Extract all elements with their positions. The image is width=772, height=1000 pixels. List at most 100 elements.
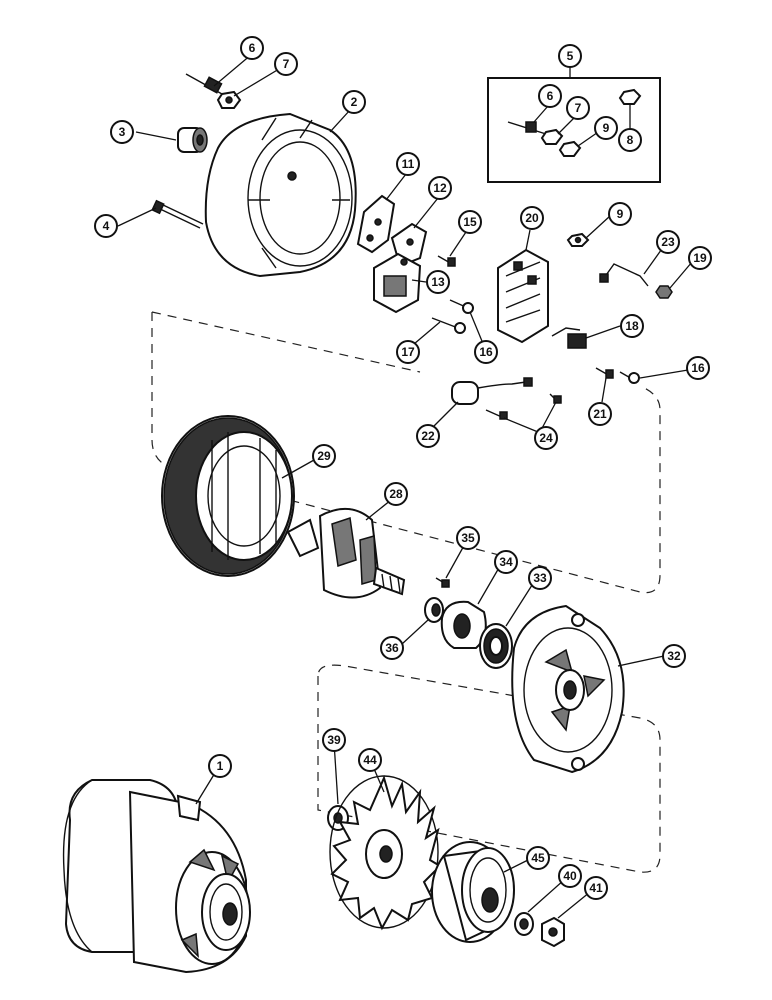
callout-5-label: 5 [567,49,574,63]
callout-12-label: 12 [433,181,447,195]
callout-17: 17 [396,340,420,364]
callout-39: 39 [322,728,346,752]
brush-plate-11 [356,194,396,254]
screw-21 [595,367,614,379]
callout-41: 41 [584,876,608,900]
stator-rotor-group-outline-top [151,311,421,373]
callout-39-label: 39 [327,733,341,747]
lead-23 [599,263,649,287]
callout-29-label: 29 [317,449,331,463]
callout-2: 2 [342,90,366,114]
stud-bolt-6 [185,73,223,95]
callout-35: 35 [456,526,480,550]
fan-44 [329,775,442,931]
callout-6a-label: 6 [249,41,256,55]
callout-15: 15 [458,210,482,234]
fan-pulley-group-outline [317,664,661,873]
screw-35 [435,577,450,588]
callout-33-label: 33 [533,571,547,585]
callout-9a-label: 9 [603,121,610,135]
callout-23-label: 23 [661,235,675,249]
callout-18: 18 [620,314,644,338]
capacitor-22 [451,377,533,405]
callout-16a: 16 [474,340,498,364]
callout-28: 28 [384,482,408,506]
kit-nut-7 [540,128,564,145]
callout-19: 19 [688,246,712,270]
callout-40-label: 40 [563,869,577,883]
callout-44: 44 [358,748,382,772]
callout-22-label: 22 [421,429,435,443]
alternator-assembly-1 [62,779,251,974]
callout-2-label: 2 [351,95,358,109]
callout-7b: 7 [566,96,590,120]
callout-6b: 6 [538,84,562,108]
capacitor-18 [551,327,587,349]
rectifier-20 [497,248,549,344]
screw-16b [619,371,640,384]
kit-nut-9 [558,140,582,157]
kit-stud-6 [507,121,547,135]
callout-21-label: 21 [593,407,607,421]
washer-40 [514,912,534,936]
nut-9b [566,232,590,247]
callout-19-label: 19 [693,251,707,265]
callout-36: 36 [380,636,404,660]
drive-end-housing-32 [511,604,625,774]
callout-16a-label: 16 [479,345,493,359]
screw-24 [485,393,562,420]
rear-housing-2 [204,112,357,278]
callout-8: 8 [618,128,642,152]
callout-9b: 9 [608,202,632,226]
nut-19 [655,285,673,299]
bearing-33 [479,623,513,669]
callout-34: 34 [494,550,518,574]
callout-23: 23 [656,230,680,254]
callout-40: 40 [558,864,582,888]
stator-rotor-group-outline [151,312,661,594]
callout-13-label: 13 [431,275,445,289]
callout-6b-label: 6 [547,89,554,103]
callout-9a: 9 [594,116,618,140]
callout-28-label: 28 [389,487,403,501]
callout-24: 24 [534,426,558,450]
callout-9b-label: 9 [617,207,624,221]
callout-32: 32 [662,644,686,668]
callout-32-label: 32 [667,649,681,663]
callout-45: 45 [526,846,550,870]
screw-16a [449,299,474,314]
callout-8-label: 8 [627,133,634,147]
callout-44-label: 44 [363,753,377,767]
callout-7a: 7 [274,52,298,76]
screw-17 [431,317,466,334]
callout-34-label: 34 [499,555,513,569]
callout-21: 21 [588,402,612,426]
callout-13: 13 [426,270,450,294]
kit-nut-8 [618,88,642,105]
stator-29 [161,415,295,577]
callout-20: 20 [520,206,544,230]
callout-3: 3 [110,120,134,144]
callout-11: 11 [396,152,420,176]
callout-4: 4 [94,214,118,238]
pulley-45 [431,841,515,943]
rotor-28 [286,508,406,599]
callout-3-label: 3 [119,125,126,139]
callout-15-label: 15 [463,215,477,229]
callout-4-label: 4 [103,219,110,233]
callout-17-label: 17 [401,345,415,359]
callout-16b: 16 [686,356,710,380]
callout-11-label: 11 [402,157,415,171]
callout-18-label: 18 [625,319,639,333]
retainer-plate-34 [440,600,487,649]
bushing-3 [177,127,208,153]
callout-12: 12 [428,176,452,200]
callout-36-label: 36 [385,641,399,655]
screw-15 [437,255,456,267]
callout-29: 29 [312,444,336,468]
callout-1-label: 1 [217,759,224,773]
spacer-36 [424,597,444,623]
callout-5: 5 [558,44,582,68]
callout-20-label: 20 [525,211,539,225]
